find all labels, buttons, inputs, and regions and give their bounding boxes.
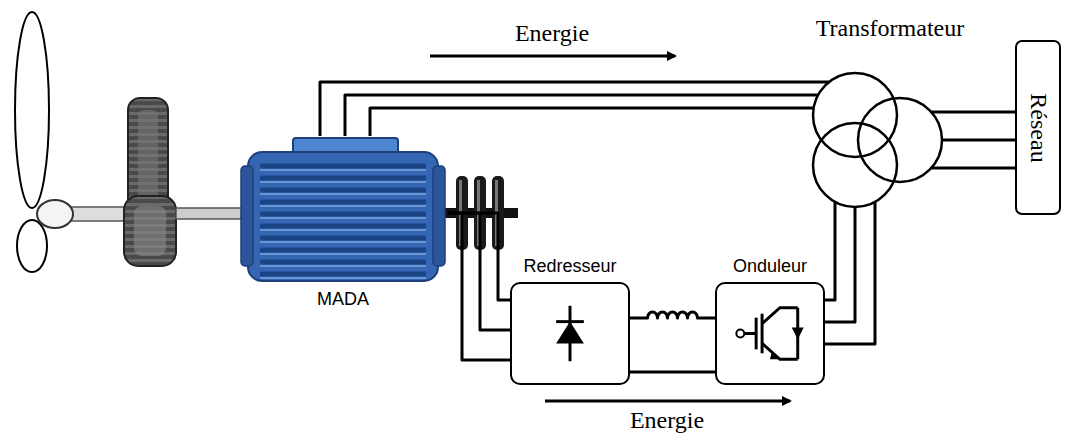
wire-line xyxy=(931,167,1015,170)
wire-line xyxy=(320,82,829,136)
wire-line xyxy=(448,213,510,330)
energy-arrow xyxy=(430,55,675,58)
conv-node: Onduleur xyxy=(715,254,825,385)
wire-line xyxy=(448,213,510,360)
wire-line xyxy=(825,202,835,300)
node-label: Transformateur xyxy=(816,15,964,42)
wire xyxy=(630,372,715,373)
node-label: Redresseur xyxy=(523,256,616,277)
energy-label: Energie xyxy=(630,407,704,434)
wire xyxy=(320,82,829,136)
diode-symbol xyxy=(512,284,628,383)
energy-label: Energie xyxy=(515,20,589,47)
converter-box xyxy=(510,282,630,385)
wire-line xyxy=(630,312,715,318)
node-label: Réseau xyxy=(1025,93,1052,162)
turbine-rotor xyxy=(15,12,132,272)
motor-node: MADA xyxy=(238,136,448,312)
wire-line xyxy=(345,95,818,136)
converter-box xyxy=(715,282,825,385)
transformer-symbol xyxy=(790,15,990,215)
grid-node: Réseau xyxy=(1015,40,1061,215)
wire xyxy=(630,312,715,318)
generator-symbol xyxy=(238,136,448,286)
xfmr-node: Transformateur xyxy=(790,15,990,215)
energy-arrow xyxy=(545,400,790,403)
wire xyxy=(931,112,1015,168)
wire-line xyxy=(931,111,1015,114)
wire-line xyxy=(942,139,1015,142)
gearbox xyxy=(124,98,250,266)
node-label: MADA xyxy=(317,289,369,310)
wire xyxy=(825,202,875,344)
conv-node: Redresseur xyxy=(510,254,630,385)
wire-line xyxy=(370,108,814,136)
wire xyxy=(448,213,510,360)
node-label: Onduleur xyxy=(733,256,807,277)
wire-line xyxy=(825,207,855,322)
wire-line xyxy=(448,213,510,300)
wire-line xyxy=(630,371,715,374)
igbt-symbol xyxy=(717,284,823,383)
wire-line xyxy=(825,202,875,344)
